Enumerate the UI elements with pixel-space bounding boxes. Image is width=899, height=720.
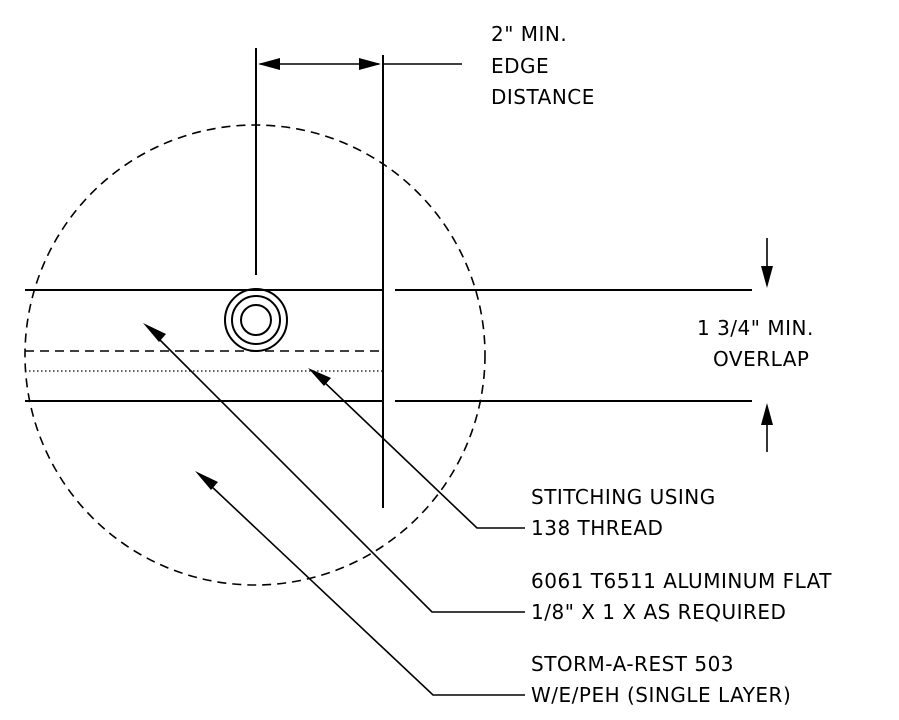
aluminum-leader [157, 337, 525, 613]
overlap-label-1: 1 3/4" MIN. [697, 316, 814, 340]
stitch-leader [321, 379, 525, 529]
edge-label-3: DISTANCE [491, 85, 595, 109]
edge-arrow-left [258, 58, 280, 70]
storm-leader [209, 484, 525, 696]
stitch-label-1: STITCHING USING [531, 485, 716, 509]
stitch-leader-head [308, 368, 331, 386]
aluminum-label-2: 1/8" X 1 X AS REQUIRED [531, 600, 786, 624]
grommet-inner [240, 304, 272, 336]
edge-label-2: EDGE [491, 54, 549, 78]
storm-label-2: W/E/PEH (SINGLE LAYER) [531, 683, 791, 707]
stitch-label-2: 138 THREAD [531, 516, 663, 540]
storm-label-1: STORM-A-REST 503 [531, 652, 734, 676]
overlap-label-2: OVERLAP [713, 347, 809, 371]
overlap-arrow-bottom-head [761, 403, 773, 425]
aluminum-label-1: 6061 T6511 ALUMINUM FLAT [531, 569, 832, 593]
edge-label-1: 2" MIN. [491, 22, 567, 46]
overlap-arrow-top-head [761, 266, 773, 288]
aluminum-leader-head [143, 323, 166, 342]
edge-arrow-right [359, 58, 381, 70]
storm-leader-head [195, 471, 218, 490]
grommet-outer [224, 288, 288, 352]
grommet-mid [231, 295, 281, 345]
